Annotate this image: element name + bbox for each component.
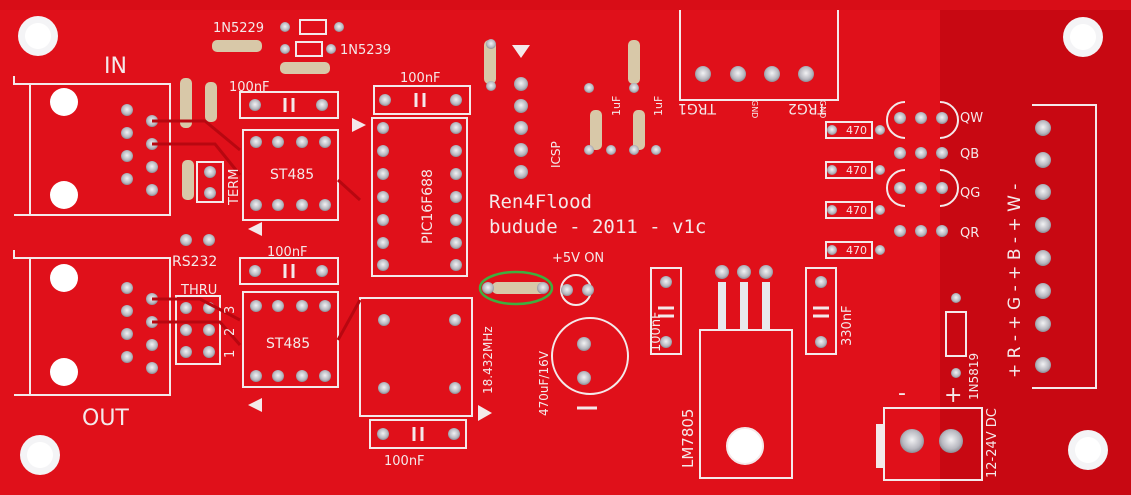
label-1n5819: 1N5819 xyxy=(967,353,981,400)
copper-pour xyxy=(940,0,1131,495)
electrolytic-outline xyxy=(551,317,629,395)
mounting-holes xyxy=(18,16,1108,475)
rj45-out-outline xyxy=(13,250,171,396)
label-icsp: ICSP xyxy=(549,141,563,168)
st485-b-pads xyxy=(250,300,331,382)
board-title: Ren4Flood xyxy=(489,191,592,213)
cap-pads xyxy=(249,94,827,440)
label-out: OUT xyxy=(82,406,129,431)
dc-terminal xyxy=(876,407,983,481)
st485-a-outline xyxy=(242,129,339,221)
label-1n5239: 1N5239 xyxy=(340,43,391,58)
thru-pin-1: 1 xyxy=(223,350,238,358)
label-thru: THRU xyxy=(180,283,217,298)
label-cap-1: 100nF xyxy=(229,80,270,95)
crystal-pads xyxy=(378,314,461,394)
label-cap-9: 1uF xyxy=(652,96,665,116)
label-st485-b: ST485 xyxy=(266,336,310,352)
label-trg1: TRG1 xyxy=(678,100,717,116)
rj45-in-pads xyxy=(121,104,158,196)
icsp-pads xyxy=(514,77,528,179)
label-r2: 470 xyxy=(846,164,867,177)
label-in: IN xyxy=(104,54,127,79)
label-rs232: RS232 xyxy=(172,254,217,270)
resistor-bodies xyxy=(180,40,645,294)
thru-pin-3: 3 xyxy=(223,306,238,314)
label-qb: QB xyxy=(960,147,979,162)
label-gnd-2: GND xyxy=(818,100,827,118)
label-st485-a: ST485 xyxy=(270,167,314,183)
label-cap-2: 100nF xyxy=(400,71,441,86)
rj45-in-outline xyxy=(13,76,171,216)
label-electrolytic: 470uF/16V xyxy=(537,350,551,416)
thru-pin-2: 2 xyxy=(223,328,238,336)
label-dc-input: 12-24V DC xyxy=(985,408,1000,478)
pic-pads xyxy=(377,122,462,271)
trigger-header-outline xyxy=(679,10,839,101)
cap-outlines xyxy=(239,85,837,449)
label-regulator: LM7805 xyxy=(679,409,697,468)
label-dc-minus: - xyxy=(898,381,906,406)
label-gnd-1: GND xyxy=(750,100,759,118)
label-trg2: TRG2 xyxy=(788,100,827,116)
label-cap-4: 100nF xyxy=(384,454,425,469)
crystal-outline xyxy=(359,297,473,417)
label-r3: 470 xyxy=(846,204,867,217)
label-led: +5V ON xyxy=(552,251,604,266)
label-1n5229: 1N5229 xyxy=(213,21,264,36)
label-cap-5: 100nF xyxy=(649,311,664,352)
label-qg: QG xyxy=(960,186,980,201)
highlight-marker xyxy=(478,270,554,306)
label-qr: QR xyxy=(960,226,979,241)
label-cap-3: 100nF xyxy=(267,245,308,260)
label-pic: PIC16F688 xyxy=(420,169,436,244)
label-dc-plus: + xyxy=(944,383,962,408)
label-qw: QW xyxy=(960,111,983,126)
regulator xyxy=(699,282,793,479)
board-subtitle: budude - 2011 - v1c xyxy=(489,216,706,238)
label-crystal: 18.432MHz xyxy=(481,326,495,394)
label-term: TERM xyxy=(227,169,242,206)
label-r4: 470 xyxy=(846,244,867,257)
label-r1: 470 xyxy=(846,124,867,137)
output-strip-outline xyxy=(1032,104,1097,389)
st485-a-pads xyxy=(250,136,331,211)
label-output-strip: + R - + G - + B - + W - xyxy=(1005,184,1025,378)
label-cap-7: 330nF xyxy=(840,305,855,346)
pic-outline xyxy=(371,117,468,277)
label-cap-8: 1uF xyxy=(610,96,623,116)
